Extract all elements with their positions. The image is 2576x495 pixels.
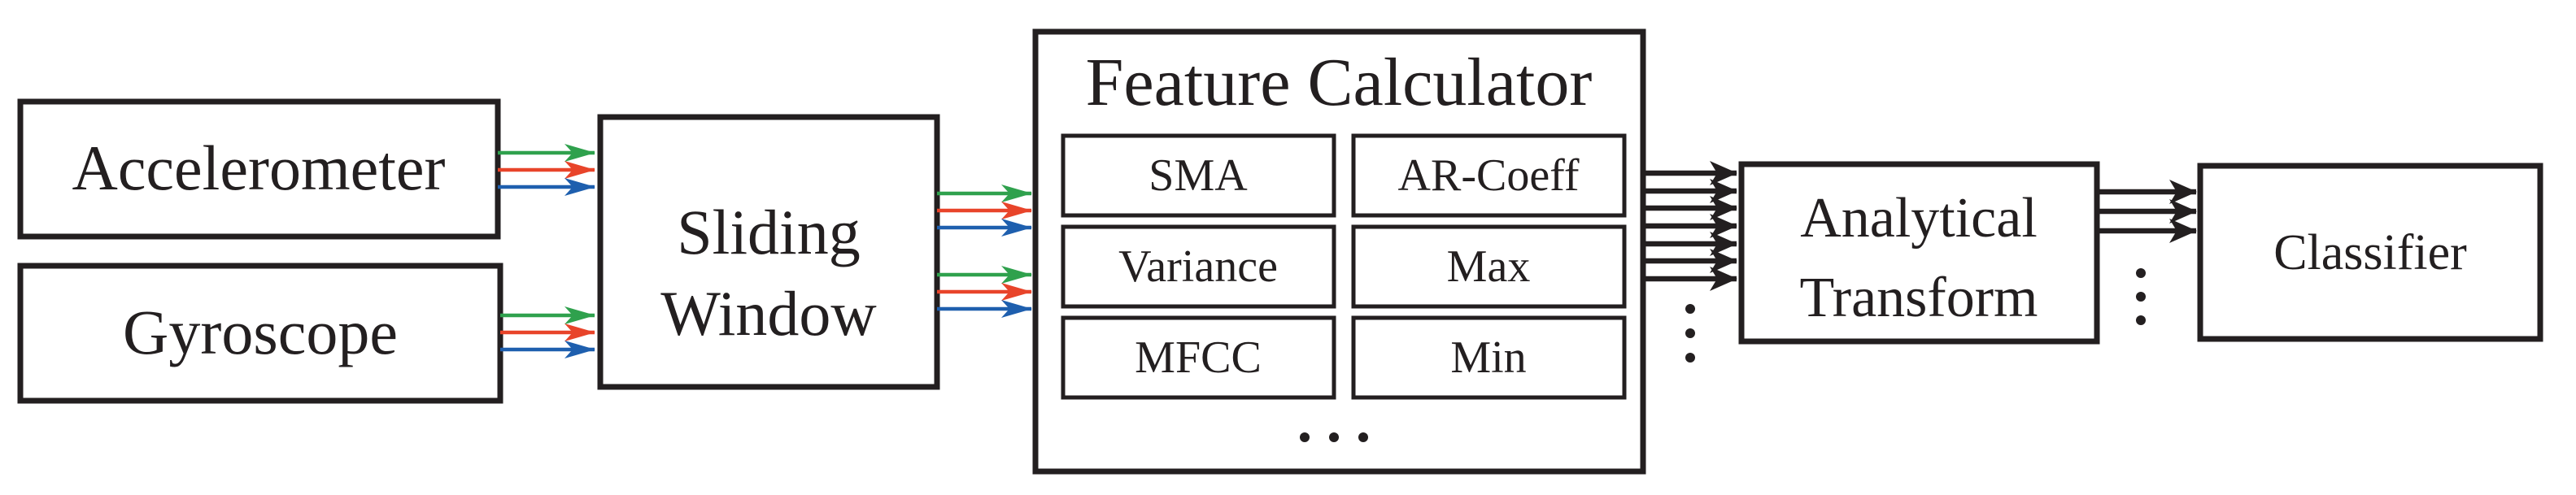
- feature-label-mfcc: MFCC: [1135, 332, 1262, 383]
- feature-label-ar-coeff: AR-Coeff: [1398, 150, 1580, 201]
- sliding-window-label-line2: Window: [660, 278, 877, 349]
- analytical-transform-label-line1: Analytical: [1800, 187, 2038, 250]
- feature-box-max: [1351, 224, 1627, 309]
- feature-label-sma: SMA: [1149, 150, 1248, 201]
- arrows-gyroscope-to-sliding-window: [500, 306, 595, 358]
- more-features-ellipsis: [1300, 432, 1368, 442]
- accelerometer-box: [17, 98, 501, 240]
- node-sliding-window: Sliding Window: [597, 114, 940, 390]
- vertical-ellipsis-dot: [2136, 292, 2146, 302]
- node-gyroscope: Gyroscope: [17, 263, 503, 404]
- vertical-ellipsis-dot: [2136, 268, 2146, 278]
- ellipsis-dot: [1329, 432, 1339, 442]
- vertical-ellipsis-dot: [1685, 328, 1695, 338]
- node-feature-calculator: Feature Calculator SMA AR-Coeff Variance…: [1032, 28, 1646, 475]
- node-analytical-transform: Analytical Transform: [1738, 161, 2100, 345]
- vertical-ellipsis-dot: [2136, 315, 2146, 325]
- feature-calculator-title: Feature Calculator: [1086, 45, 1593, 120]
- classifier-label: Classifier: [2273, 225, 2467, 280]
- feature-label-min: Min: [1450, 332, 1526, 383]
- feature-label-max: Max: [1447, 241, 1531, 292]
- arrows-sliding-window-to-feature-calculator: [937, 185, 1032, 318]
- classifier-box: [2197, 163, 2543, 342]
- ellipsis-dot: [1300, 432, 1310, 442]
- feature-box-sma: [1061, 133, 1336, 218]
- feature-vector-continuation-dots: [1685, 304, 1695, 363]
- gyroscope-box: [17, 263, 503, 404]
- sliding-window-box: [597, 114, 940, 390]
- arrows-analytical-transform-to-classifier: [2099, 180, 2197, 325]
- feature-box-ar-coeff: [1351, 133, 1627, 218]
- analytical-transform-box: [1738, 161, 2100, 345]
- vertical-ellipsis-dot: [1685, 304, 1695, 314]
- ellipsis-dot: [1358, 432, 1368, 442]
- feature-label-variance: Variance: [1118, 241, 1278, 292]
- feature-box-variance: [1061, 224, 1336, 309]
- node-accelerometer: Accelerometer: [17, 98, 501, 240]
- analytical-transform-label-line2: Transform: [1800, 267, 2038, 329]
- arrows-feature-calculator-to-analytical-transform: [1645, 161, 1737, 363]
- transform-output-continuation-dots: [2136, 268, 2146, 325]
- arrows-accelerometer-to-sliding-window: [498, 144, 595, 196]
- gyroscope-label: Gyroscope: [123, 297, 398, 367]
- feature-box-mfcc: [1061, 315, 1336, 400]
- sliding-window-label-line1: Sliding: [677, 197, 860, 267]
- node-classifier: Classifier: [2197, 163, 2543, 342]
- feature-box-min: [1351, 315, 1627, 400]
- vertical-ellipsis-dot: [1685, 353, 1695, 363]
- accelerometer-label: Accelerometer: [72, 132, 445, 203]
